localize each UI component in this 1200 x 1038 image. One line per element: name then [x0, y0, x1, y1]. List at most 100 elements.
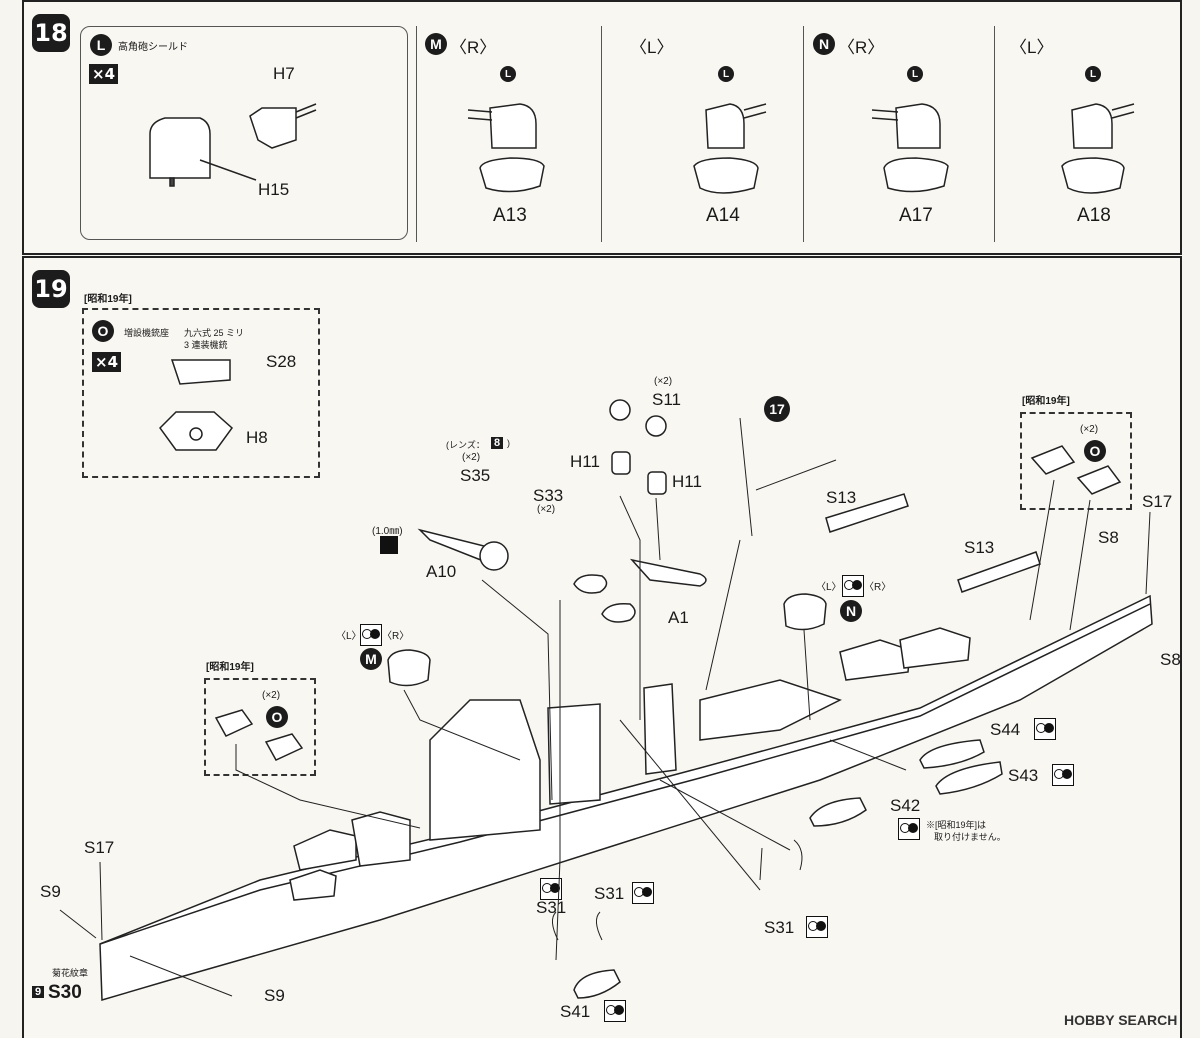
right-box-mount-2: [1076, 465, 1122, 495]
label-s9-b: S9: [264, 986, 285, 1005]
turret-a14: [693, 103, 767, 194]
s11-qty: (×2): [654, 376, 673, 387]
s35-qty: (×2): [462, 452, 481, 463]
turret-a18: [1061, 103, 1135, 194]
turret-a13: [467, 103, 545, 193]
watermark: HOBBY SEARCH: [1064, 1012, 1178, 1028]
right-box: [1020, 412, 1132, 510]
turret-n: [783, 593, 827, 631]
panel-l2-side: 〈L〉: [1010, 38, 1054, 57]
label-h15: H15: [258, 180, 290, 199]
deck-house: [699, 679, 842, 741]
s13-a: [825, 493, 909, 533]
m-paint-icon: [360, 624, 382, 646]
s44-paint: [1034, 718, 1056, 740]
marker-m: M: [425, 33, 447, 55]
left-box-mount-1: [214, 709, 254, 737]
box-o-marker: O: [92, 320, 114, 342]
right-box-marker: O: [1084, 440, 1106, 462]
marker-l: L: [90, 34, 112, 56]
step-18-frame: [22, 0, 1182, 255]
s17-jack: [99, 861, 103, 941]
s28-gun: [170, 359, 231, 385]
n-paint-icon: [842, 575, 864, 597]
label-s35: S35: [460, 466, 491, 485]
panel-n-side: 〈R〉: [838, 38, 885, 57]
label-h8: H8: [246, 428, 268, 447]
h15-shield: [149, 117, 211, 179]
left-box-qty: (×2): [262, 690, 281, 701]
h11-a: [611, 451, 631, 475]
lens-close: ): [507, 438, 510, 448]
label-s13-a: S13: [826, 488, 857, 507]
s33-base: [573, 574, 608, 594]
left-box: [204, 678, 316, 776]
label-s8-b: S8: [1160, 650, 1181, 669]
label-a17: A17: [899, 205, 933, 226]
label-s30: S30: [48, 982, 82, 1003]
h7-gun: [249, 107, 297, 149]
label-h7: H7: [273, 64, 295, 83]
s30-number: 9: [32, 986, 45, 998]
s31c-paint: [806, 916, 828, 938]
box-o-era: [昭和19年]: [84, 294, 132, 305]
label-a1: A1: [668, 608, 689, 627]
s11-b: [645, 415, 667, 437]
drill-note: (1.0㎜): [372, 526, 403, 537]
shield-title: 高角砲シールド: [118, 42, 188, 53]
box-o-gun-2: 3 連装機銃: [184, 340, 228, 350]
left-box-marker: O: [266, 706, 288, 728]
label-s42: S42: [890, 796, 921, 815]
box-o-gun-1: 九六式 25 ミリ: [184, 328, 245, 338]
label-s9-a: S9: [40, 882, 61, 901]
label-a18: A18: [1077, 205, 1111, 226]
m-lr-right: 〈R〉: [382, 631, 410, 642]
lens-number: 8: [491, 437, 504, 449]
inner-marker-3: L: [907, 66, 923, 82]
s41-paint: [604, 1000, 626, 1022]
label-h11-a: H11: [570, 452, 600, 471]
n-lr-right: 〈R〉: [864, 582, 892, 593]
divider-2: [601, 26, 602, 242]
s31b-paint: [632, 882, 654, 904]
panel-m-side: 〈R〉: [450, 38, 497, 57]
mast-base: [643, 683, 677, 775]
label-a14: A14: [706, 205, 740, 226]
panel-l1-side: 〈L〉: [630, 38, 674, 57]
s13-b: [957, 551, 1041, 593]
label-h11-b: H11: [672, 472, 702, 491]
label-s31-b: S31: [594, 884, 625, 903]
funnel: [547, 703, 601, 805]
label-s13-b: S13: [964, 538, 995, 557]
s33-qty: (×2): [537, 504, 556, 515]
box-o: [82, 308, 320, 478]
label-s31-c: S31: [764, 918, 795, 937]
label-s17-a: S17: [1142, 492, 1173, 511]
lens-note: (レンズ：: [446, 440, 485, 450]
right-box-qty: (×2): [1080, 424, 1099, 435]
label-s28: S28: [266, 352, 297, 371]
s42-paint: [898, 818, 920, 840]
step-18-badge: 18: [32, 14, 70, 52]
shield-qty: ×4: [89, 64, 119, 84]
divider-4: [994, 26, 995, 242]
label-a13: A13: [493, 205, 527, 226]
s43-paint: [1052, 764, 1074, 786]
label-s11: S11: [652, 390, 681, 409]
s42-boat: [809, 797, 867, 827]
n-lr-left: 〈L〉: [816, 582, 842, 593]
m-lr-left: 〈L〉: [336, 631, 362, 642]
s11-a: [609, 399, 631, 421]
turret-m: [387, 649, 431, 687]
label-s41: S41: [560, 1002, 591, 1021]
mast: [739, 417, 753, 537]
turret-a17: [871, 103, 949, 193]
right-box-era: [昭和19年]: [1022, 396, 1070, 407]
drill-icon: [380, 536, 398, 554]
s31a-paint: [540, 878, 562, 900]
marker-n: N: [813, 33, 835, 55]
label-s17-b: S17: [84, 838, 115, 857]
inner-marker-4: L: [1085, 66, 1101, 82]
box-o-title: 増設機銃座: [124, 328, 170, 338]
